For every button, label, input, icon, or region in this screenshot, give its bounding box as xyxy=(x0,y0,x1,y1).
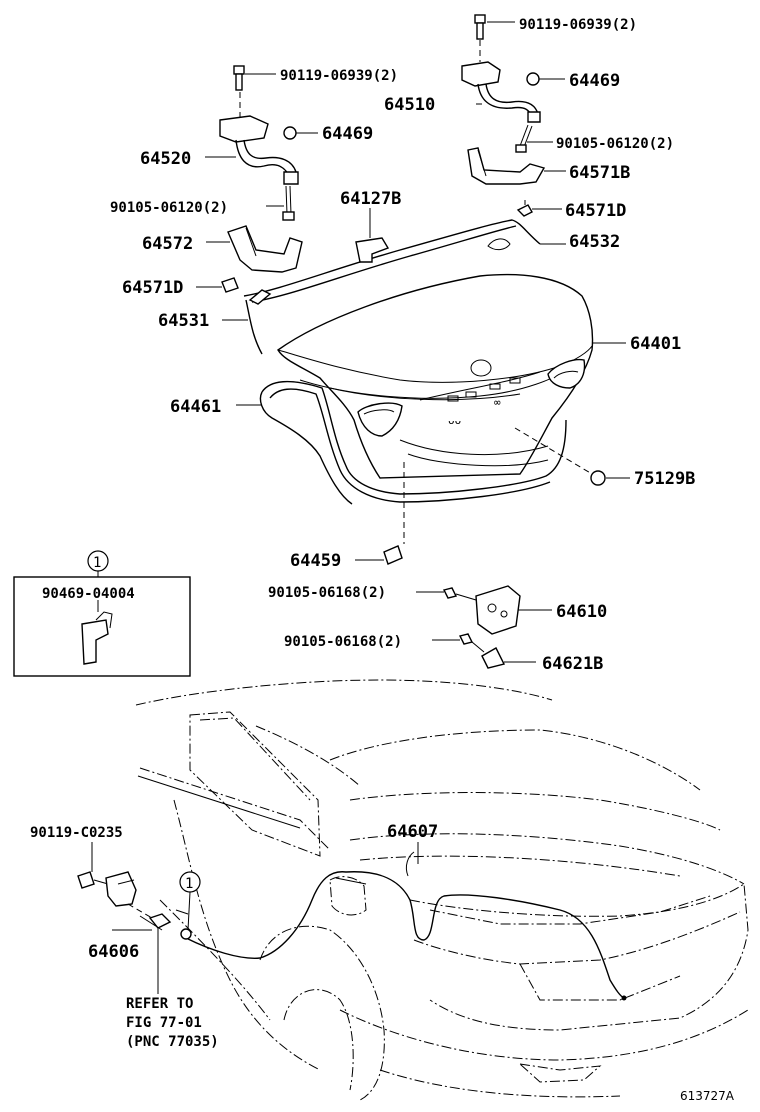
refer-line-2: FIG 77-01 xyxy=(126,1015,202,1031)
rod-64531 xyxy=(245,299,263,355)
right-hinge-group xyxy=(461,14,566,217)
svg-text:ᴗᴗ: ᴗᴗ xyxy=(448,414,461,427)
hinge-64520 xyxy=(219,115,299,185)
bolt-90119-06939-left xyxy=(233,65,245,91)
label-64607: 64607 xyxy=(387,822,438,842)
label-75129B: 75129B xyxy=(634,469,695,489)
nut-64469-right xyxy=(526,72,540,86)
label-64401: 64401 xyxy=(630,334,681,354)
hinge-64510 xyxy=(461,61,541,123)
label-64571D-left: 64571D xyxy=(122,278,183,298)
label-90105-06168-a: 90105-06168(2) xyxy=(268,585,386,601)
clip-64571D-left xyxy=(221,277,239,293)
nut-64469-left xyxy=(283,126,297,140)
label-90119-06939-right: 90119-06939(2) xyxy=(519,17,637,33)
label-90119-C0235: 90119-C0235 xyxy=(30,825,123,841)
label-64510: 64510 xyxy=(384,95,435,115)
label-64469-right: 64469 xyxy=(569,71,620,91)
label-64531: 64531 xyxy=(158,311,209,331)
refer-line-3: (PNC 77035) xyxy=(126,1034,219,1050)
left-hinge-group xyxy=(196,65,318,293)
bracket-64572 xyxy=(227,225,303,273)
label-64571B: 64571B xyxy=(569,163,630,183)
label-64621B: 64621B xyxy=(542,654,603,674)
inset-part-label: 90469-04004 xyxy=(42,586,135,602)
cushion-64459 xyxy=(355,462,405,565)
label-64532: 64532 xyxy=(569,232,620,252)
figure-id: 613727A xyxy=(680,1089,735,1103)
cable-64607 xyxy=(185,842,627,1001)
clip-64571D-right xyxy=(516,200,533,217)
label-64571D-right: 64571D xyxy=(565,201,626,221)
torsion-rods xyxy=(222,208,566,355)
lock-64610-group xyxy=(416,585,552,669)
cable-marker-label: 1 xyxy=(185,876,193,892)
label-64610: 64610 xyxy=(556,602,607,622)
label-90105-06168-b: 90105-06168(2) xyxy=(284,634,402,650)
part-64127B xyxy=(355,237,390,263)
svg-text:∞: ∞ xyxy=(494,396,501,409)
bracket-64571B xyxy=(467,147,546,185)
weatherstrip-64461 xyxy=(236,380,567,505)
plug-75129B xyxy=(514,427,630,486)
handle-64606-group xyxy=(77,842,201,994)
refer-line-1: REFER TO xyxy=(126,996,193,1012)
label-90119-06939-left: 90119-06939(2) xyxy=(280,68,398,84)
trunk-lid-64401: ᴗᴗ ∞ xyxy=(277,273,626,479)
inset-marker-label: 1 xyxy=(93,555,101,571)
label-64459: 64459 xyxy=(290,551,341,571)
label-64461: 64461 xyxy=(170,397,221,417)
label-64127B: 64127B xyxy=(340,189,401,209)
bolt-90119-06939-right xyxy=(474,14,486,40)
label-64520: 64520 xyxy=(140,149,191,169)
label-64572: 64572 xyxy=(142,234,193,254)
label-90105-06120-right: 90105-06120(2) xyxy=(556,136,674,152)
label-64606: 64606 xyxy=(88,942,139,962)
car-body xyxy=(135,679,749,1101)
bolt-90105-06120-right xyxy=(515,124,533,153)
bolt-90105-06120-left xyxy=(282,185,295,221)
label-90105-06120-left: 90105-06120(2) xyxy=(110,200,228,216)
inset-box xyxy=(13,550,191,677)
label-64469-left: 64469 xyxy=(322,124,373,144)
